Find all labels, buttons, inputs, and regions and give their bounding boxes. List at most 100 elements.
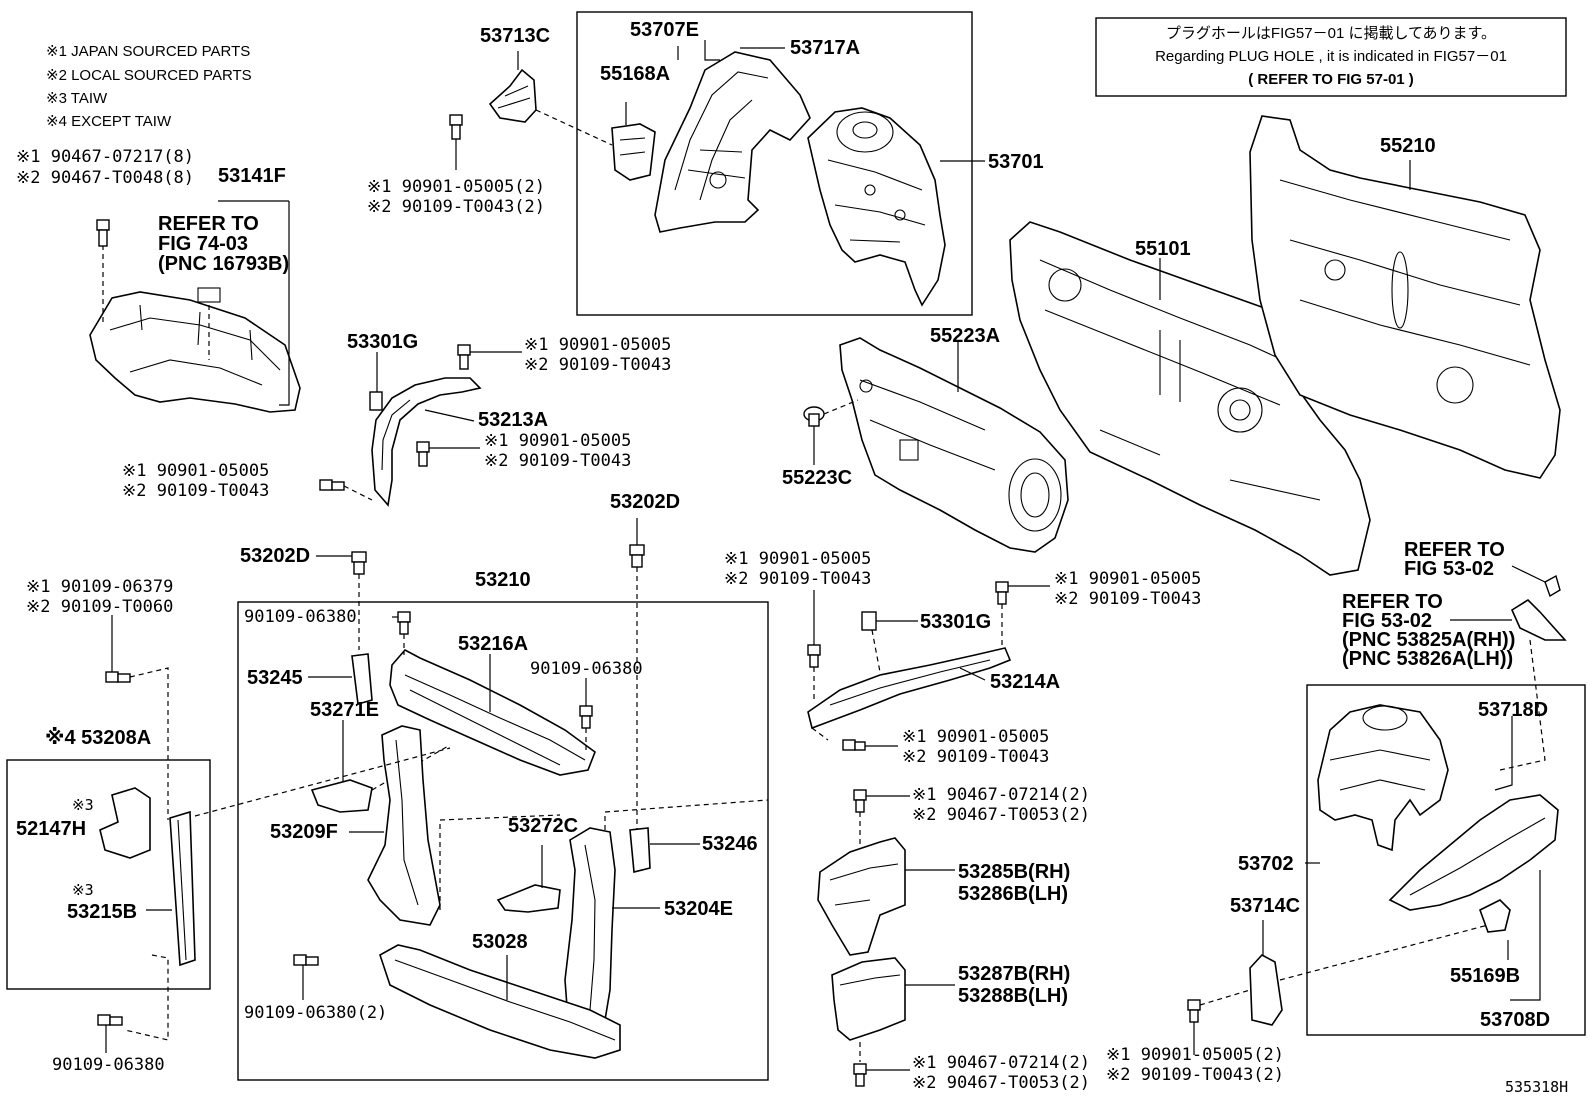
fastener-label: ※2 90109-T0043 xyxy=(122,481,269,501)
label-53301g: 53301G xyxy=(347,331,418,353)
radiator-cover-53141f xyxy=(89,287,301,413)
fastener-label: ※2 90109-T0043(2) xyxy=(367,197,545,217)
label-53271e: 53271E xyxy=(310,699,379,721)
refer-label: REFER TO xyxy=(158,213,259,235)
fastener-label: ※1 90901-05005(2) xyxy=(367,177,545,197)
fastener-label: ※2 90109-T0043 xyxy=(484,451,631,471)
bolt-icon xyxy=(842,739,866,751)
bolt-icon xyxy=(397,611,411,635)
fastener-label: ※2 90467-T0053(2) xyxy=(912,1073,1090,1093)
label-53213a: 53213A xyxy=(478,409,548,431)
apron-53702 xyxy=(1317,704,1449,852)
label-53204e: 53204E xyxy=(664,898,733,920)
fastener-label: ※1 90901-05005 xyxy=(524,335,671,355)
label-55168a: 55168A xyxy=(600,63,670,85)
bolt-icon xyxy=(457,344,471,370)
bolt-icon xyxy=(853,1063,867,1087)
bracket-53271e xyxy=(310,779,373,813)
refer-label: REFER TO xyxy=(1404,539,1505,561)
bolt-icon xyxy=(105,671,131,683)
fastener-label: ※1 90467-07214(2) xyxy=(912,785,1090,805)
plug-hole-note: プラグホールはFIG57－01 に掲載してあります。 Regarding PLU… xyxy=(1095,17,1567,97)
insulator-55210 xyxy=(1249,115,1561,479)
dash-panel-55101 xyxy=(1009,221,1371,576)
fastener-label: ※2 90467-T0053(2) xyxy=(912,805,1090,825)
label-53202d: 53202D xyxy=(610,491,680,513)
label-53141f: 53141F xyxy=(218,165,286,187)
legend-item: ※1 JAPAN SOURCED PARTS xyxy=(46,43,250,60)
bolt-icon xyxy=(807,644,821,668)
label-53301g: 53301G xyxy=(920,611,991,633)
fastener-label: ※2 90109-T0043 xyxy=(724,569,871,589)
bolt-icon xyxy=(449,114,463,140)
bracket-52147h xyxy=(99,787,151,859)
refer-label: (PNC 53826A(LH)) xyxy=(1342,648,1513,670)
label-53286b: 53286B(LH) xyxy=(958,883,1068,905)
fastener-label: 90109-06380(2) xyxy=(244,1003,387,1023)
clip-icon xyxy=(803,406,825,427)
bolt-icon xyxy=(853,789,867,813)
note-frame xyxy=(1095,17,1567,97)
label-53288b: 53288B(LH) xyxy=(958,985,1068,1007)
fastener-label: ※1 90901-05005 xyxy=(122,461,269,481)
legend-item: ※3 TAIW xyxy=(46,90,108,107)
label-53287b: 53287B(RH) xyxy=(958,963,1070,985)
label-53208a: ※4 53208A xyxy=(45,727,151,749)
frame-53210 xyxy=(237,601,769,1081)
bolt-icon xyxy=(579,705,593,729)
frame-53208a xyxy=(6,759,211,990)
bracket-55169b xyxy=(1479,899,1511,933)
fastener-label: 90109-06380 xyxy=(52,1055,165,1075)
label-taiw-mark: ※3 xyxy=(72,796,94,814)
brace-53213a xyxy=(371,377,482,507)
label-53701: 53701 xyxy=(988,151,1044,173)
note-ref: ( REFER TO FIG 57-01 ) xyxy=(1248,71,1414,88)
legend: ※1 JAPAN SOURCED PARTS ※2 LOCAL SOURCED … xyxy=(46,43,252,130)
fastener-label: ※2 90109-T0043 xyxy=(902,747,1049,767)
bracket-53714c xyxy=(1249,954,1283,1026)
fastener-label: ※1 90109-06379 xyxy=(26,577,173,597)
frame-53702 xyxy=(1306,684,1586,1036)
label-53717a: 53717A xyxy=(790,37,860,59)
fastener-label: ※1 90901-05005 xyxy=(484,431,631,451)
refer-label: FIG 74-03 xyxy=(158,233,248,255)
label-53209f: 53209F xyxy=(270,821,338,843)
label-53272c: 53272C xyxy=(508,815,578,837)
clip-icon xyxy=(1544,574,1561,598)
label-53245: 53245 xyxy=(247,667,303,689)
lower-support-53028 xyxy=(379,944,621,1059)
fastener-label: ※2 90467-T0048(8) xyxy=(16,168,194,188)
insulator-55223a xyxy=(839,337,1069,553)
refer-label: FIG 53-02 xyxy=(1404,558,1494,580)
bolt-icon xyxy=(351,551,367,575)
fastener-label: ※1 90901-05005 xyxy=(724,549,871,569)
bolt-icon xyxy=(97,1014,123,1026)
bolt-icon xyxy=(293,954,319,966)
shield-53285b xyxy=(817,837,906,956)
grommet-icon xyxy=(861,611,877,631)
fastener-label: ※1 90901-05005(2) xyxy=(1106,1045,1284,1065)
bracket-53246 xyxy=(629,827,651,874)
label-55223a: 55223A xyxy=(930,325,1000,347)
refer-label: FIG 53-02 xyxy=(1342,610,1432,632)
label-53285b: 53285B(RH) xyxy=(958,861,1070,883)
label-55223c: 55223C xyxy=(782,467,852,489)
label-53216a: 53216A xyxy=(458,633,528,655)
frame-53701 xyxy=(576,11,973,316)
label-53718d: 53718D xyxy=(1478,699,1548,721)
refer-label: (PNC 16793B) xyxy=(158,253,289,275)
apron-53708d xyxy=(1388,794,1559,911)
bolt-icon xyxy=(995,581,1009,605)
fastener-label: ※2 90109-T0060 xyxy=(26,597,173,617)
label-53707e: 53707E xyxy=(630,19,699,41)
label-53210: 53210 xyxy=(475,569,531,591)
label-53214a: 53214A xyxy=(990,671,1060,693)
apron-53707e xyxy=(654,51,811,233)
bolt-icon xyxy=(319,479,345,491)
fastener-label: ※2 90109-T0043(2) xyxy=(1106,1065,1284,1085)
label-53202d: 53202D xyxy=(240,545,310,567)
bolt-icon xyxy=(416,441,430,467)
fastener-label: 90109-06380 xyxy=(530,659,643,679)
label-53708d: 53708D xyxy=(1480,1009,1550,1031)
fastener-label: ※1 90467-07217(8) xyxy=(16,147,194,167)
